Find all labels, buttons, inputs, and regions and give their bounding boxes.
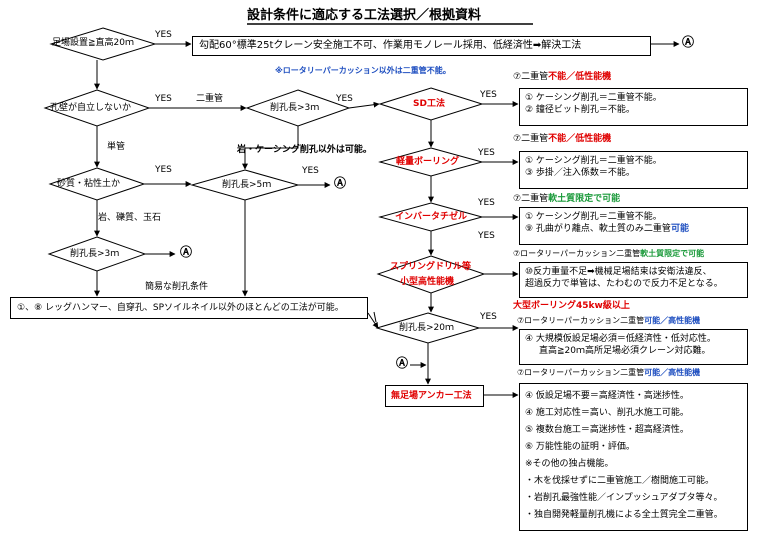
a-mark: Ⓐ bbox=[180, 245, 193, 259]
panel-line: ① ケーシング削孔＝二重管不能。 bbox=[525, 156, 662, 166]
a-mark: Ⓐ bbox=[334, 176, 347, 190]
panel-spring: ⑩反力重量不足➡機械足場結束は安衛法違反、 超過反力で単管は、たわむので反力不足… bbox=[519, 262, 748, 298]
label-sd: SD工法 bbox=[413, 99, 445, 109]
note-4: ⑦ロータリーパーカッション二重管軟土質限定で可能 bbox=[513, 249, 705, 258]
label-hole-mid: 削孔長>3ｍ bbox=[270, 103, 320, 113]
panel-line: ① ケーシング削孔＝二重管不能。 bbox=[525, 93, 662, 103]
panel-line: ・独自開発軽量削孔機による全土質完全二重管。 bbox=[525, 510, 723, 520]
panel-sd: ① ケーシング削孔＝二重管不能。 ② 鐘径ビット削孔＝不能。 bbox=[519, 88, 748, 126]
top-box-text: 勾配60°標準25tクレーン安全施工不可、作業用モノレール採用、低経済性➡解決工… bbox=[199, 40, 582, 51]
yes-label: YES bbox=[155, 30, 172, 40]
label-hole-5: 削孔長>5ｍ bbox=[222, 180, 272, 190]
label-spring-2: 小型高性能機 bbox=[400, 277, 455, 287]
no-scaffold-text: 無足場アンカー工法 bbox=[391, 391, 472, 401]
a-mark: Ⓐ bbox=[682, 35, 695, 49]
panel-line: ・岩削孔最強性能／インプッシュアダプタ等々。 bbox=[525, 493, 723, 503]
panel-line: ① ケーシング削孔＝二重管不能。 bbox=[525, 212, 662, 222]
note-5: ⑦ロータリーパーカッション二重管可能／高性能機 bbox=[517, 316, 701, 325]
panel-line: ③ 歩掛／注入係数＝不能。 bbox=[525, 168, 635, 178]
panel-line: ⑨ 孔曲がり離点、軟土質のみ二重管 bbox=[525, 224, 671, 234]
rotary-note: ※ロータリーパーカッション以外は二重管不能。 bbox=[275, 66, 451, 75]
panel-line: ⑤ 複数台施工＝高迷捗性・超高経済性。 bbox=[525, 425, 689, 435]
simple-drill-label: 簡易な削孔条件 bbox=[145, 282, 209, 292]
yes-label: YES bbox=[478, 148, 495, 158]
panel-line: ⑩反力重量不足➡機械足場結束は安衛法違反、 bbox=[525, 267, 712, 277]
note-3: ⑦二重管軟土質限定で可能 bbox=[513, 194, 621, 204]
top-solution-box: 勾配60°標準25tクレーン安全施工不可、作業用モノレール採用、低経済性➡解決工… bbox=[192, 36, 651, 56]
page-title: 設計条件に適応する工法選択／根拠資料 bbox=[247, 8, 482, 23]
panel-no-scaffold: ④ 仮設足場不要＝高経済性・高迷捗性。 ④ 施工対応性＝高い、削孔水施工可能。 … bbox=[519, 383, 748, 531]
no-scaffold-box: 無足場アンカー工法 bbox=[385, 385, 484, 407]
panel-line: ・木を伐採せずに二重管施工／樹間施工可能。 bbox=[525, 476, 715, 486]
label-hole-left: 削孔長>3ｍ bbox=[70, 249, 120, 259]
double-pipe-label: 二重管 bbox=[196, 94, 224, 104]
yes-label: YES bbox=[155, 94, 172, 104]
yes-label: YES bbox=[155, 165, 172, 175]
panel-line: ※その他の独占機能。 bbox=[525, 459, 614, 469]
panel-light-boring: ① ケーシング削孔＝二重管不能。 ③ 歩掛／注入係数＝不能。 bbox=[519, 151, 748, 189]
note-2: ⑦二重管不能／低性能機 bbox=[513, 134, 612, 144]
panel-line: ④ 仮設足場不要＝高経済性・高迷捗性。 bbox=[525, 391, 689, 401]
a-mark: Ⓐ bbox=[396, 356, 409, 370]
label-spring-1: スプリングドリル等 bbox=[390, 262, 472, 272]
yes-label: YES bbox=[336, 94, 353, 104]
panel-inverter: ① ケーシング削孔＝二重管不能。 ⑨ 孔曲がり離点、軟土質のみ二重管可能 bbox=[519, 207, 748, 245]
panel-line: ② 鐘径ビット削孔＝不能。 bbox=[525, 105, 635, 115]
label-hole-20: 削孔長>20ｍ bbox=[399, 323, 454, 333]
panel-line: ④ 施工対応性＝高い、削孔水施工可能。 bbox=[525, 408, 689, 418]
rock-casing-label: 岩・ケーシング削孔以外は可能。 bbox=[237, 145, 372, 155]
yes-label: YES bbox=[478, 231, 495, 241]
panel-line: 可能 bbox=[670, 224, 689, 234]
large-boring-label: 大型ボーリング45kw級以上 bbox=[513, 301, 630, 311]
yes-label: YES bbox=[480, 90, 497, 100]
label-sandy: 砂質・粘性土か bbox=[57, 179, 121, 189]
note-6: ⑦ロータリーパーカッション二重管可能／高性能機 bbox=[517, 368, 701, 377]
left-bottom-text: ①、⑧ レッグハンマー、自穿孔、SPソイルネイル以外のほとんどの工法が可能。 bbox=[17, 303, 344, 313]
label-inverter: インバータチゼル bbox=[395, 212, 468, 222]
diamond-scaffold bbox=[49, 27, 157, 61]
label-light-boring: 軽量ボーリング bbox=[396, 157, 460, 167]
label-wall-stable: 孔壁が自立しないか bbox=[50, 103, 132, 113]
panel-hole-20: ④ 大規模仮設足場必須＝低経済性・低対応性。 直高≧20ｍ高所足場必須クレーン対… bbox=[519, 329, 748, 365]
yes-label: YES bbox=[302, 166, 319, 176]
left-bottom-box: ①、⑧ レッグハンマー、自穿孔、SPソイルネイル以外のほとんどの工法が可能。 bbox=[10, 297, 368, 319]
rock-label: 岩、礫質、玉石 bbox=[98, 213, 162, 223]
single-pipe-label: 単管 bbox=[107, 142, 126, 152]
panel-line: ④ 大規模仮設足場必須＝低経済性・低対応性。 bbox=[525, 334, 716, 344]
yes-label: YES bbox=[480, 312, 497, 322]
panel-line: 直高≧20ｍ高所足場必須クレーン対応難。 bbox=[539, 346, 711, 356]
panel-line: ⑥ 万能性能の証明・評価。 bbox=[525, 442, 635, 452]
note-1: ⑦二重管不能／低性能機 bbox=[513, 72, 612, 82]
panel-line: 超過反力で単管は、たわむので反力不足となる。 bbox=[525, 279, 723, 289]
yes-label: YES bbox=[478, 198, 495, 208]
label-scaffold: 足場設置≧直高20ｍ bbox=[52, 38, 134, 48]
